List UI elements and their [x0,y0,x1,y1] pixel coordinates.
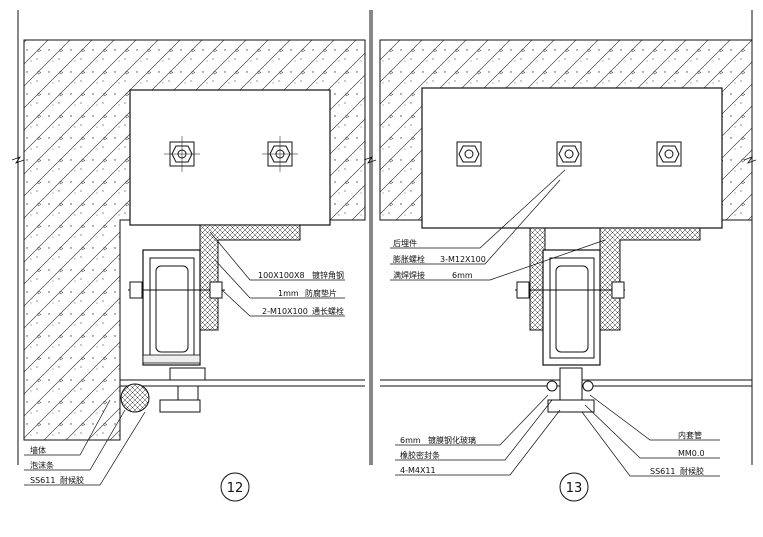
label-sealant-name: 耐候胶 [60,475,84,485]
label-pad-name: 防腐垫片 [305,288,337,298]
through-bolt [128,281,225,299]
label-gasket: 橡胶密封条 [400,450,440,460]
label-bolt-spec: 2-M10X100 [262,307,308,316]
label-foam-rod: 泡沫条 [30,460,54,470]
label-glass-spec: 6mm [400,436,421,445]
detail-number: 12 [227,481,244,496]
label-weld-name: 满焊焊接 [393,270,425,280]
label-pad-spec: 1mm [278,289,299,298]
aluminum-mullion [142,249,201,366]
label-anchor-name: 膨胀螺栓 [393,254,425,264]
label-sealant-name: 耐候胶 [680,466,704,476]
anchor-bolt [556,141,582,167]
break-mark [11,156,25,164]
break-mark [363,156,377,164]
detail-number: 13 [566,481,583,496]
embed-plate [129,89,331,226]
detail-number-circle [559,472,589,502]
anchor-bolt [262,136,298,172]
label-sleeve-name: 内套管 [678,430,702,440]
steel-bracket [599,227,701,331]
anchor-bolt [164,136,200,172]
through-bolt [515,281,625,299]
foam-rod [120,383,150,413]
pressure-plate [159,367,206,413]
detail-number-circle [220,472,250,502]
anchor-bolt [656,141,682,167]
label-glass-name: 镀膜钢化玻璃 [428,435,476,445]
label-sealant-spec: SS611 [650,467,675,476]
label-sleeve-spec: MM0.0 [678,449,705,458]
label-embed-part: 后埋件 [393,238,417,248]
leader-lines [390,169,720,477]
label-angle-name: 镀锌角钢 [312,270,344,280]
pressure-plate [546,367,595,413]
label-bolt-name: 通长螺栓 [312,306,344,316]
aluminum-mullion [542,249,601,366]
leader-lines [24,231,345,486]
label-sealant-spec: SS611 [30,476,55,485]
detail-12: 100X100X8 镀锌角钢 1mm 防腐垫片 2-M10X100 通长螺栓 墙… [11,10,377,502]
anchor-bolt [456,141,482,167]
label-weld-spec: 6mm [452,271,473,280]
label-wall: 墙体 [30,445,46,455]
label-angle-spec: 100X100X8 [258,271,305,280]
break-mark [743,156,757,164]
label-bolt-spec: 4-M4X11 [400,466,436,475]
label-anchor-spec: 3-M12X100 [440,255,486,264]
detail-13: 后埋件 膨胀螺栓 3-M12X100 满焊焊接 6mm 6mm 镀膜钢化玻璃 橡… [379,10,757,502]
